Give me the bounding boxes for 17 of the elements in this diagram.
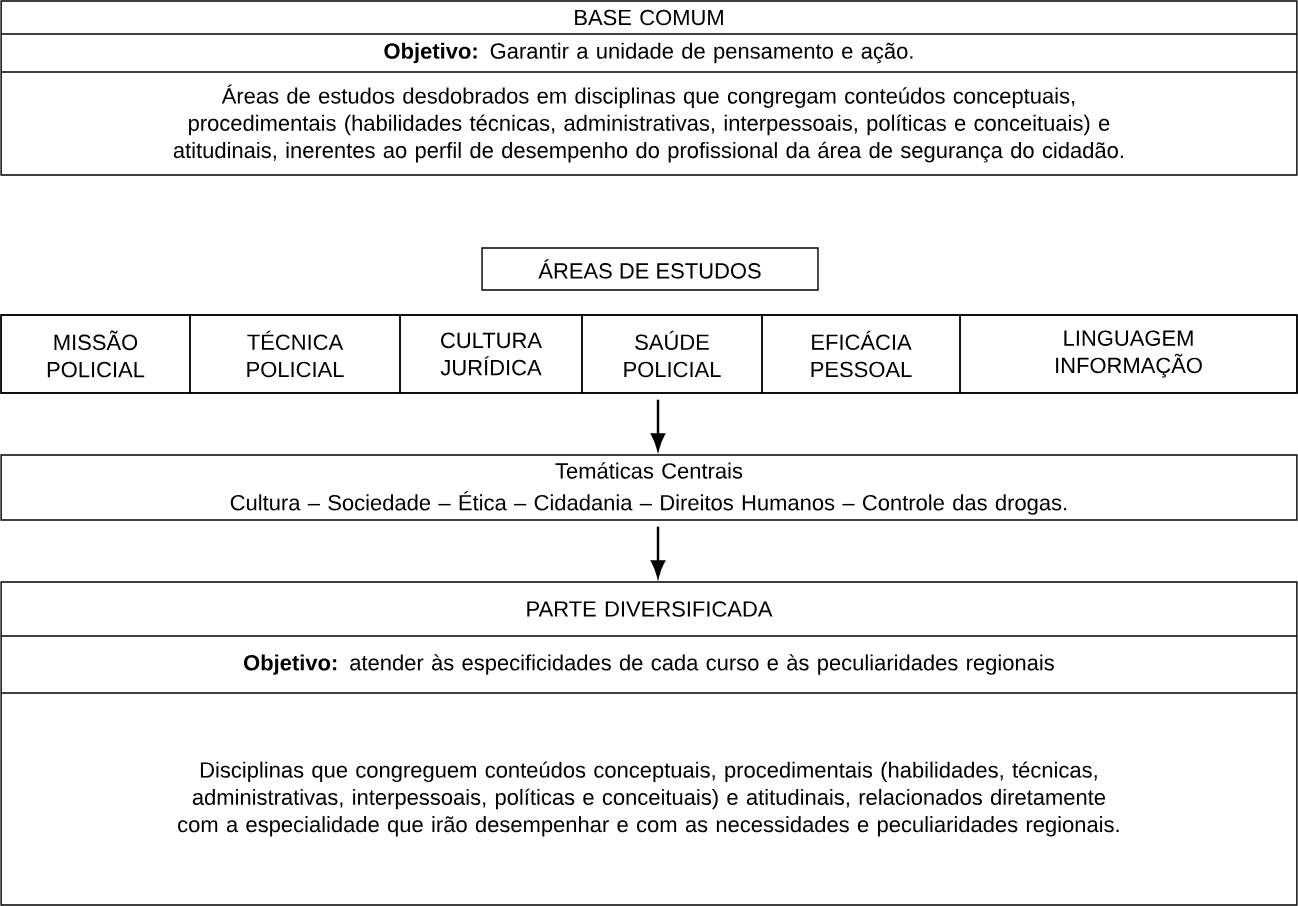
area-cell: MISSÃO POLICIAL [0, 314, 191, 394]
description-text: Disciplinas que congreguem conteúdos conceptuais, procedimentais (habilidades, técnicas, administrativas, interpessoais, políticas e conceituais) e atitudinais, relacionados diretamente com a especialidade que irão desempenhar e com as necessidades e peculiaridades regionais. [178, 761, 1119, 837]
objective-text: Objetivo: atender às especificidades de cada curso e às peculiaridades regionais [244, 654, 1054, 675]
area-cell: TÉCNICA POLICIAL [189, 314, 401, 394]
area-cell: EFICÁCIA PESSOAL [761, 314, 961, 394]
section-heading: PARTE DIVERSIFICADA [527, 601, 773, 617]
area-cell: SAÚDE POLICIAL [581, 314, 763, 394]
area-cell: LINGUAGEM INFORMAÇÃO [959, 314, 1298, 394]
objective-text: Objetivo: Garantir a unidade de pensamento e ação. [384, 42, 913, 64]
section-heading: Temáticas Centrais [555, 462, 743, 479]
arrow [651, 526, 665, 578]
heading-box: ÁREAS DE ESTUDOS [481, 247, 819, 291]
arrow [651, 399, 665, 451]
topics-text: Cultura – Sociedade – Ética – Cidadania – Direitos Humanos – Controle das drogas. [230, 491, 1067, 515]
area-cell: CULTURA JURÍDICA [399, 314, 583, 394]
section-heading: BASE COMUM [575, 9, 723, 26]
description-text: Áreas de estudos desdobrados em disciplinas que congregam conteúdos conceptuais, procedimentais (habilidades técnicas, administrativas, interpessoais, políticas e conceituais) e atitudinais, inerentes ao perfil de desempenho do profissional da área de segurança do cidadão. [173, 84, 1123, 163]
